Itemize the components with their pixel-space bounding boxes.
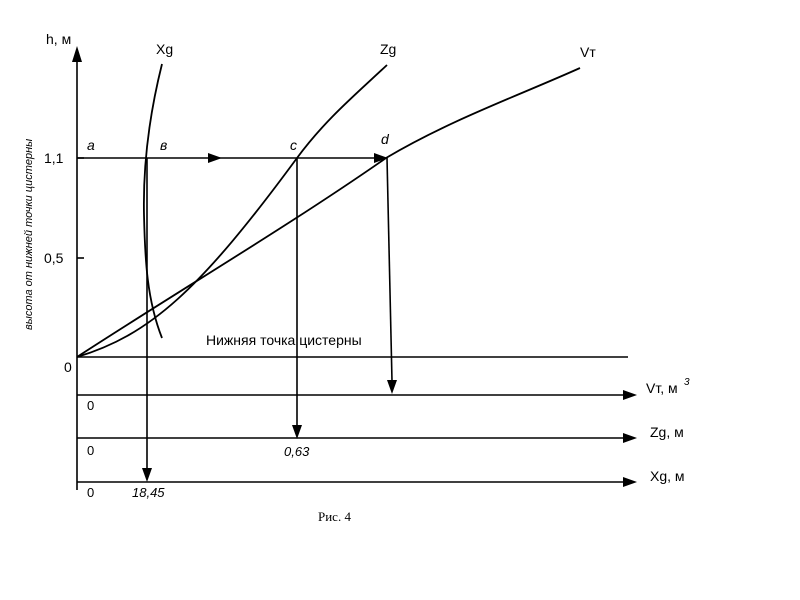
xg-axis-zero: 0 bbox=[87, 485, 94, 500]
xg-value-label: 18,45 bbox=[132, 485, 165, 500]
drop-vt bbox=[386, 157, 393, 382]
point-d-label: d bbox=[381, 131, 390, 147]
h-axis-arrowhead bbox=[72, 46, 82, 62]
xg-axis-label: Xg, м bbox=[650, 468, 685, 484]
level-arrowhead-mid bbox=[208, 153, 222, 163]
drop-xg-arrowhead bbox=[142, 468, 152, 482]
vt-curve bbox=[76, 67, 581, 358]
tick-label-0-5: 0,5 bbox=[44, 250, 64, 266]
tick-label-1-1: 1,1 bbox=[44, 150, 64, 166]
xg-axis-arrowhead bbox=[623, 477, 637, 487]
zg-value-label: 0,63 bbox=[284, 444, 310, 459]
zg-axis-arrowhead bbox=[623, 433, 637, 443]
xg-curve bbox=[142, 63, 163, 339]
figure-caption: Рис. 4 bbox=[318, 509, 351, 524]
level-arrowhead-end bbox=[374, 153, 388, 163]
point-b-label: в bbox=[160, 137, 167, 153]
zg-axis-zero: 0 bbox=[87, 443, 94, 458]
xg-curve-label: Xg bbox=[156, 41, 173, 57]
vt-axis-label-sup: 3 bbox=[684, 377, 690, 388]
tick-label-0: 0 bbox=[64, 359, 72, 375]
zg-curve-label: Zg bbox=[380, 41, 396, 57]
vt-axis-zero: 0 bbox=[87, 398, 94, 413]
h-axis-caption: высота от нижней точки цистерны bbox=[23, 139, 35, 330]
h-axis-label: h, м bbox=[46, 31, 71, 47]
tank-bottom-label: Нижняя точка цистерны bbox=[206, 332, 362, 348]
drop-vt-arrowhead bbox=[387, 380, 397, 394]
zg-axis-label: Zg, м bbox=[650, 424, 684, 440]
zg-curve bbox=[76, 64, 388, 358]
drop-zg-arrowhead bbox=[292, 425, 302, 439]
vt-curve-label: Vт bbox=[580, 44, 596, 60]
vt-axis-arrowhead bbox=[623, 390, 637, 400]
vt-axis-label: Vт, м bbox=[646, 380, 678, 396]
point-a-label: a bbox=[87, 137, 95, 153]
point-c-label: c bbox=[290, 137, 297, 153]
